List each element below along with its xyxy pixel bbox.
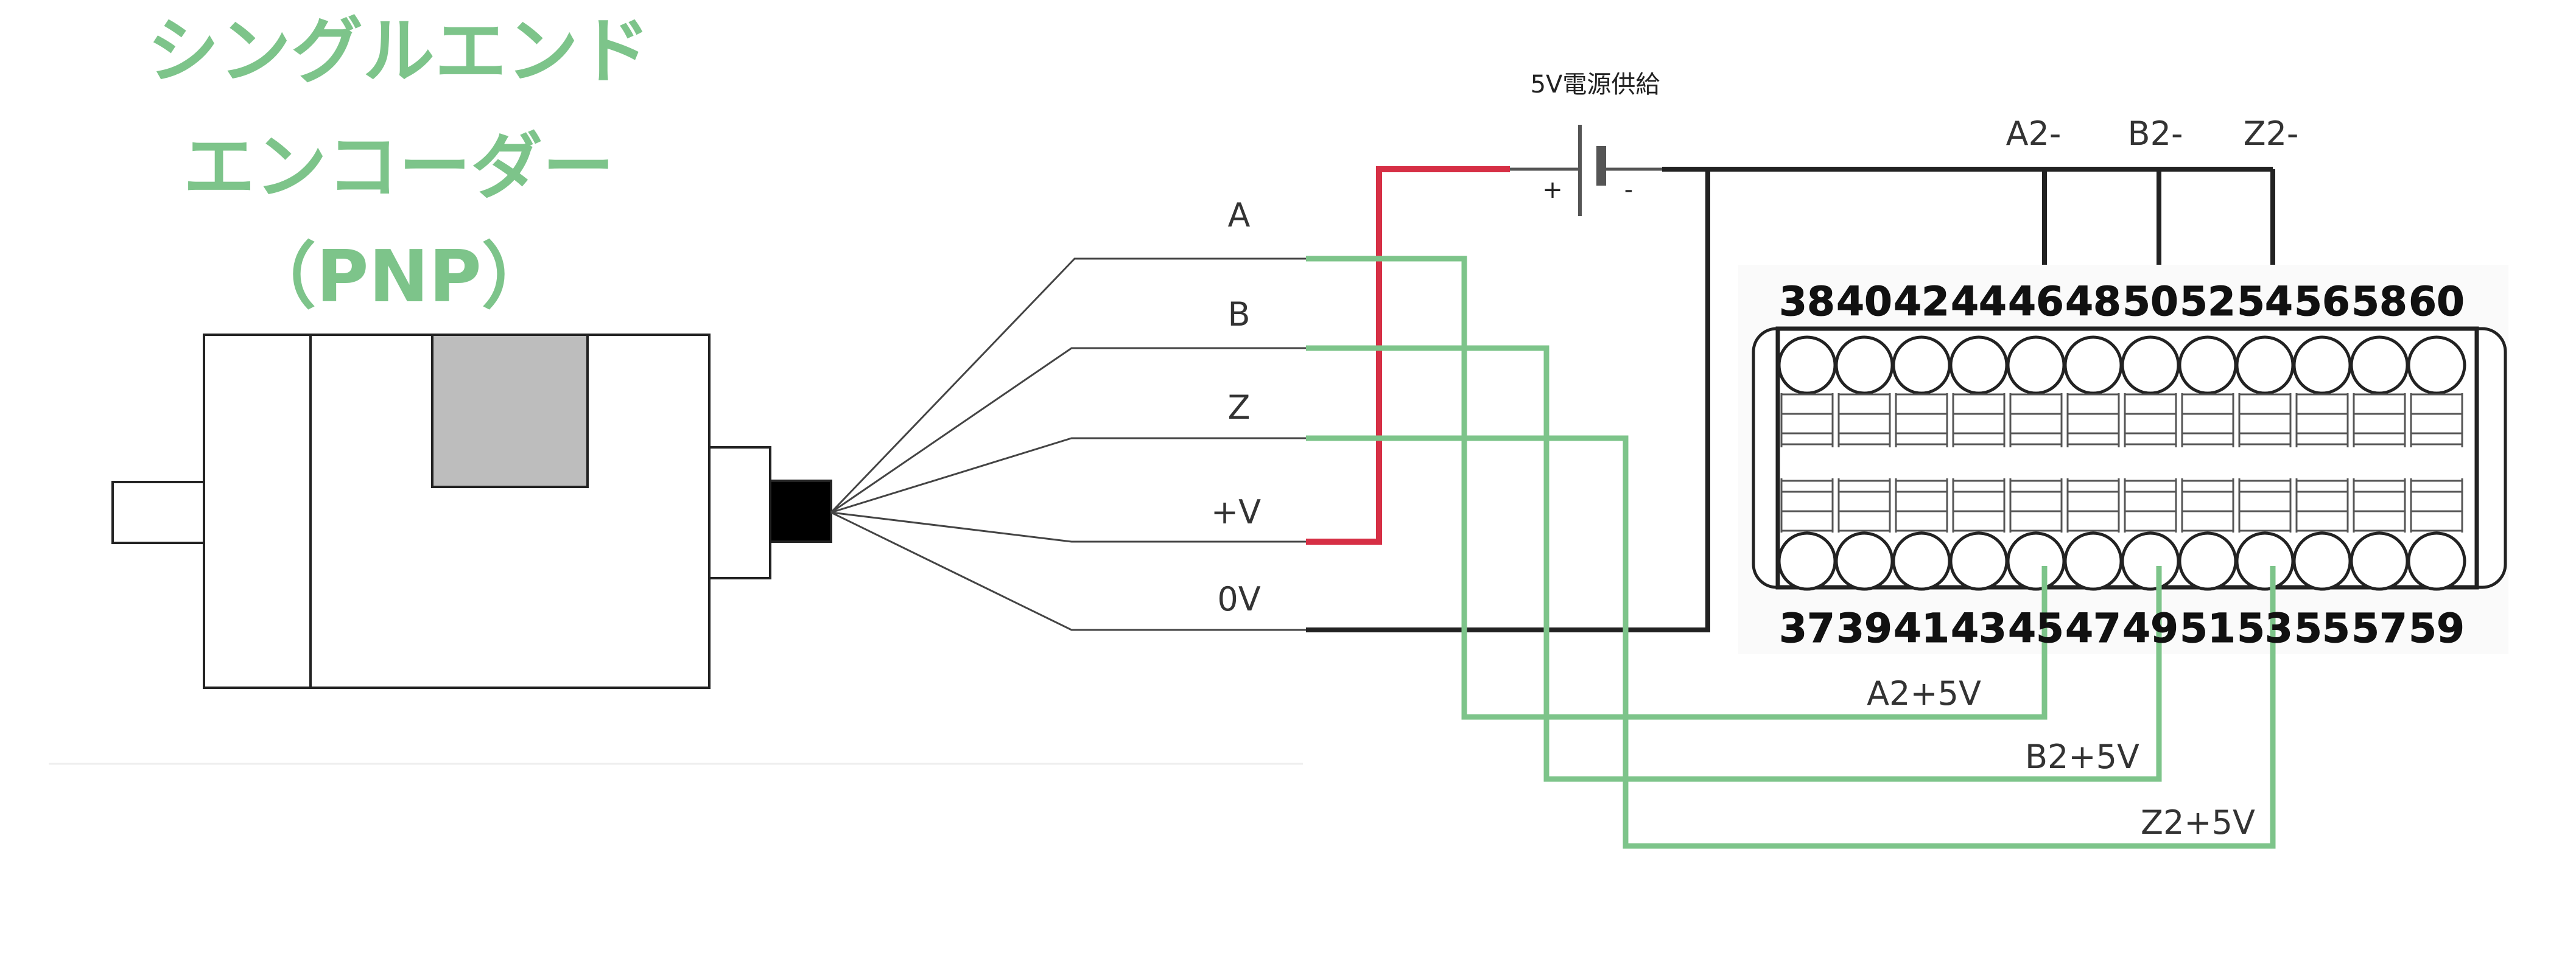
terminal-screw-top (1949, 335, 2009, 395)
cable-label-z: Z (1228, 388, 1251, 427)
terminal-screw-top (2235, 335, 2295, 395)
pin-number: 58 (2351, 278, 2407, 325)
pin-number: 45 (2008, 605, 2064, 652)
label-z2-plus: Z2+5V (2141, 803, 2255, 842)
terminal-screw-bottom (2063, 531, 2123, 591)
terminal-screw-bottom (2235, 531, 2295, 591)
terminal-screw-bottom (1949, 531, 2009, 591)
terminal-screw-top (2407, 335, 2466, 395)
cable-label-0v: 0V (1217, 580, 1260, 618)
battery-minus: - (1624, 176, 1633, 204)
pin-number: 53 (2237, 605, 2293, 652)
cable-fanout (830, 257, 1306, 631)
terminal-screw-bottom (2178, 531, 2237, 591)
pin-number: 47 (2065, 605, 2121, 652)
signal-wire-a (1306, 256, 2048, 720)
battery-plus: + (1542, 176, 1563, 204)
power-supply: 5V電源供給 + - (1510, 71, 1662, 216)
pin-number: 54 (2237, 278, 2293, 325)
pin-number: 41 (1893, 605, 1950, 652)
terminal-screw-top (1834, 335, 1894, 395)
encoder-body-icon (111, 334, 832, 689)
cable-line-0v (830, 511, 1306, 631)
terminal-screw-bottom (2350, 531, 2409, 591)
encoder-window (431, 334, 589, 488)
cable-label-b: B (1227, 295, 1250, 334)
terminal-labels-top: A2- B2- Z2- (2006, 114, 2299, 153)
terminal-screw-bottom (2121, 531, 2180, 591)
terminal-screw-top (2006, 335, 2066, 395)
terminal-screw-top (2178, 335, 2237, 395)
pin-number: 39 (1836, 605, 1892, 652)
cable-line-z (830, 437, 1306, 514)
pin-number: 55 (2294, 605, 2350, 652)
terminal-screw-top (2121, 335, 2180, 395)
terminal-screw-top (2350, 335, 2409, 395)
label-z2-minus: Z2- (2244, 114, 2299, 153)
title-line-1: シングルエンド (147, 9, 650, 93)
pin-number: 59 (2409, 605, 2465, 652)
positive-wire (1306, 166, 1510, 545)
cable-label-v: +V (1211, 493, 1261, 531)
cable-line-a (830, 257, 1306, 514)
pin-number: 60 (2409, 278, 2465, 325)
terminal-screw-top (2063, 335, 2123, 395)
label-b2-minus: B2- (2128, 114, 2183, 153)
encoder-connector (708, 446, 771, 579)
pin-number: 38 (1779, 278, 1835, 325)
cable-line-b (830, 347, 1306, 514)
terminal-screw-bottom (1834, 531, 1894, 591)
label-b2-plus: B2+5V (2025, 738, 2139, 776)
pin-number: 37 (1779, 605, 1835, 652)
pin-number: 44 (1951, 278, 2007, 325)
pin-number: 52 (2180, 278, 2236, 325)
terminal-screw-top (1777, 335, 1837, 395)
label-a2-minus: A2- (2006, 114, 2062, 153)
pin-number: 50 (2122, 278, 2178, 325)
cable-label-a: A (1228, 196, 1251, 234)
terminal-labels-bottom: A2+5V B2+5V Z2+5V (1867, 674, 2255, 842)
cable-line-v (830, 511, 1306, 543)
terminal-screw-top (1892, 335, 1951, 395)
title-line-3: （PNP） (244, 234, 553, 318)
signal-wire-b (1306, 345, 2162, 782)
title-line-2: エンコーダー (183, 125, 614, 209)
cable-labels: A B Z +V 0V (1211, 196, 1261, 618)
connector-plug (769, 480, 832, 543)
encoder-shaft (111, 481, 205, 544)
terminal-screw-top (2292, 335, 2352, 395)
signal-wires (1306, 256, 2276, 849)
encoder-flange (203, 334, 312, 689)
terminal-screw-bottom (1777, 531, 1837, 591)
terminal-screw-bottom (1892, 531, 1951, 591)
signal-wire-z (1306, 435, 2276, 849)
terminal-block-details (1777, 335, 2466, 591)
ground-wire-0v (1306, 169, 1710, 632)
terminal-screw-bottom (2292, 531, 2352, 591)
pin-number: 51 (2180, 605, 2236, 652)
label-a2-plus: A2+5V (1867, 674, 1981, 713)
pin-number: 57 (2351, 605, 2407, 652)
pin-number: 56 (2294, 278, 2350, 325)
terminal-screw-bottom (2006, 531, 2066, 591)
power-supply-label: 5V電源供給 (1531, 71, 1660, 99)
pin-number: 48 (2065, 278, 2121, 325)
pin-number: 43 (1951, 605, 2007, 652)
diagram-title: シングルエンド エンコーダー （PNP） (147, 9, 650, 318)
pin-number: 42 (1893, 278, 1950, 325)
pin-number: 46 (2008, 278, 2064, 325)
terminal-block (1738, 265, 2508, 654)
terminal-screw-bottom (2407, 531, 2466, 591)
pin-number: 40 (1836, 278, 1892, 325)
pin-number: 49 (2122, 605, 2178, 652)
